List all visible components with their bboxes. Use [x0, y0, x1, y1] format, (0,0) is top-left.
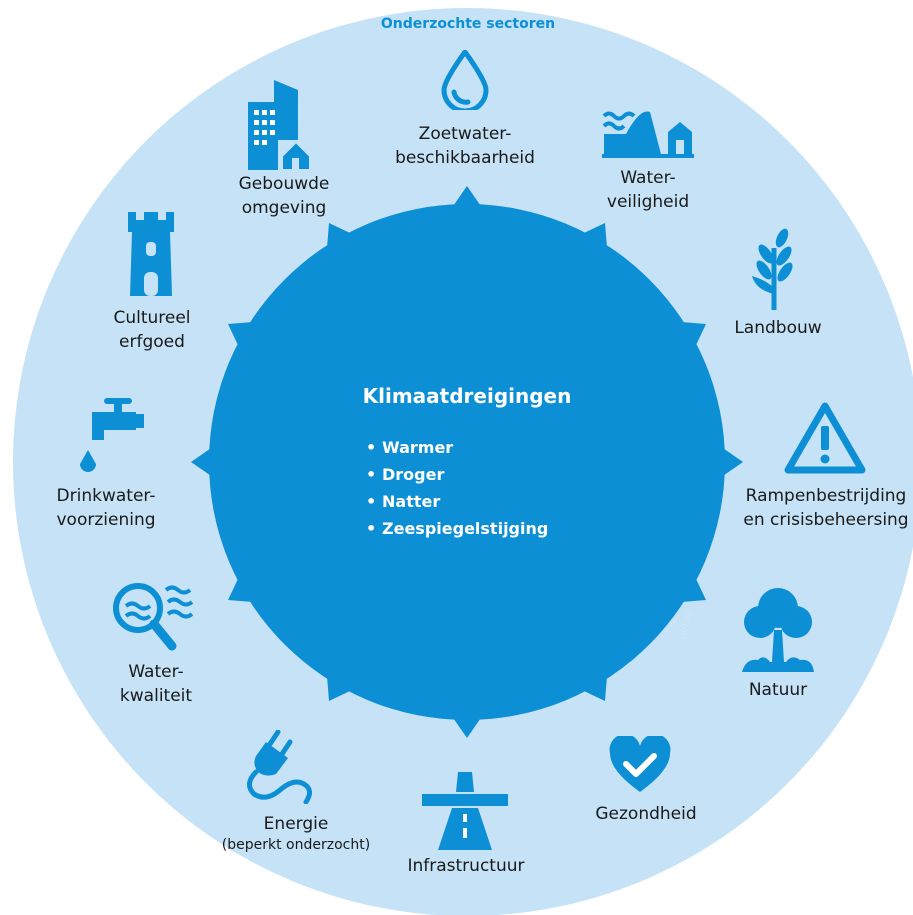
wheat-icon — [752, 228, 793, 310]
faucet-icon — [80, 398, 144, 472]
spike-energie — [327, 676, 352, 701]
spike-drinkwater — [191, 447, 212, 477]
warning-triangle-icon — [784, 402, 866, 474]
threat-item: Natter — [366, 488, 548, 515]
sector-label-infrastructuur: Infrastructuur — [407, 856, 525, 876]
tower-icon — [128, 212, 174, 296]
highway-icon — [422, 772, 508, 850]
spike-zoetwater — [452, 186, 482, 207]
sector-label-natuur: Natuur — [748, 680, 808, 700]
spike-gebouwde — [327, 223, 352, 248]
sector-label-drinkwater: Drinkwater- voorziening — [56, 486, 156, 530]
sector-label-waterkwaliteit: Water- kwaliteit — [119, 662, 193, 706]
tree-icon — [742, 588, 814, 672]
sector-label-rampen: Rampenbestrijding en crisisbeheersing — [743, 486, 909, 530]
magnifier-water-icon — [113, 583, 194, 651]
sector-label-landbouw: Landbouw — [734, 318, 822, 338]
buildings-icon — [248, 80, 311, 170]
sector-label-gezondheid: Gezondheid — [595, 804, 697, 824]
spike-natuur — [681, 577, 706, 602]
water-drop-icon — [441, 50, 489, 110]
spike-waterveiligheid — [582, 223, 607, 248]
threat-item: Zeespiegelstijging — [366, 515, 548, 542]
outer-title: Onderzochte sectoren — [380, 16, 556, 32]
sector-label-gebouwde: Gebouwde omgeving — [238, 174, 330, 218]
heart-check-icon — [609, 736, 671, 792]
spike-waterkwaliteit — [228, 577, 253, 602]
sector-label-energie: Energie (beperkt onderzocht) — [221, 814, 371, 853]
threat-item: Warmer — [366, 434, 548, 461]
dike-house-icon — [602, 111, 694, 158]
center-title: Klimaatdreigingen — [362, 384, 572, 408]
spike-cultureel — [228, 322, 253, 347]
threat-list: Warmer Droger Natter Zeespiegelstijging — [366, 434, 548, 542]
sector-label-zoetwater: Zoetwater- beschikbaarheid — [395, 124, 535, 168]
plug-icon — [247, 730, 312, 804]
spike-gezondheid — [582, 676, 607, 701]
spike-infrastructuur — [452, 717, 482, 738]
inner-circle-spikes — [191, 186, 743, 738]
spike-landbouw — [681, 322, 706, 347]
sector-label-cultureel: Cultureel erfgoed — [113, 308, 191, 352]
spike-rampen — [722, 447, 743, 477]
sector-label-waterveiligheid: Water- veiligheid — [606, 168, 690, 212]
threat-item: Droger — [366, 461, 548, 488]
